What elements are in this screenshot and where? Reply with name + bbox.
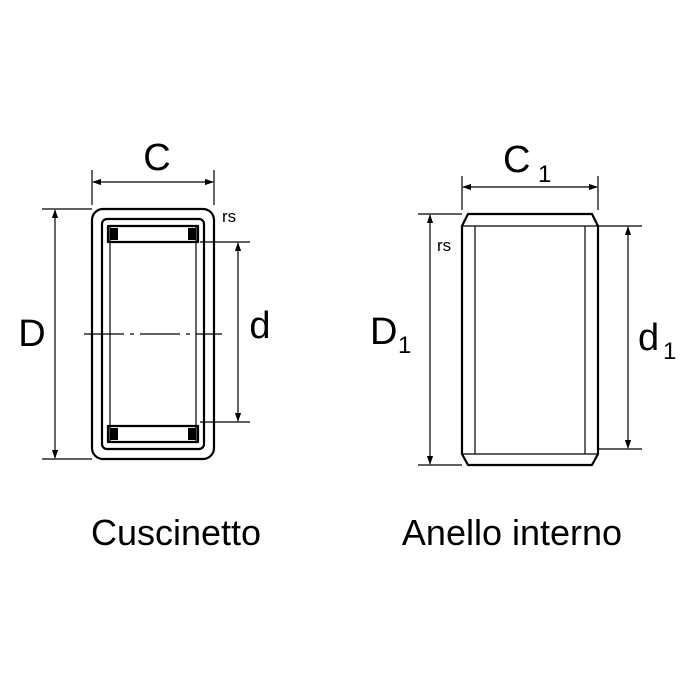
roller-end-bottom-right (188, 428, 196, 440)
inner-ring-body (460, 212, 600, 467)
label-inner-d: d (249, 305, 270, 347)
roller-end-top-left (110, 228, 118, 240)
inner-ring-drawing: C 1 D 1 d 1 rs Anello interno (370, 139, 676, 553)
bearing-drawing: C D d rs Cuscinetto (18, 137, 270, 553)
label-outer-d: D (18, 313, 45, 355)
needle-roller-bottom (106, 424, 200, 444)
label-outer-d1: D (370, 311, 397, 353)
label-chamfer-rs: rs (222, 207, 236, 226)
label-outer-d1-subscript: 1 (398, 332, 411, 359)
roller-end-bottom-left (110, 428, 118, 440)
label-inner-d1: d (638, 317, 659, 359)
caption-bearing: Cuscinetto (91, 512, 261, 553)
label-inner-d1-subscript: 1 (663, 338, 676, 365)
needle-roller-top (106, 224, 200, 244)
label-c: C (143, 137, 170, 179)
label-c1: C (503, 139, 530, 181)
label-c1-subscript: 1 (538, 161, 551, 188)
label-inner-ring-chamfer-rs: rs (437, 236, 451, 255)
roller-end-top-right (188, 228, 196, 240)
caption-inner-ring: Anello interno (402, 512, 622, 553)
